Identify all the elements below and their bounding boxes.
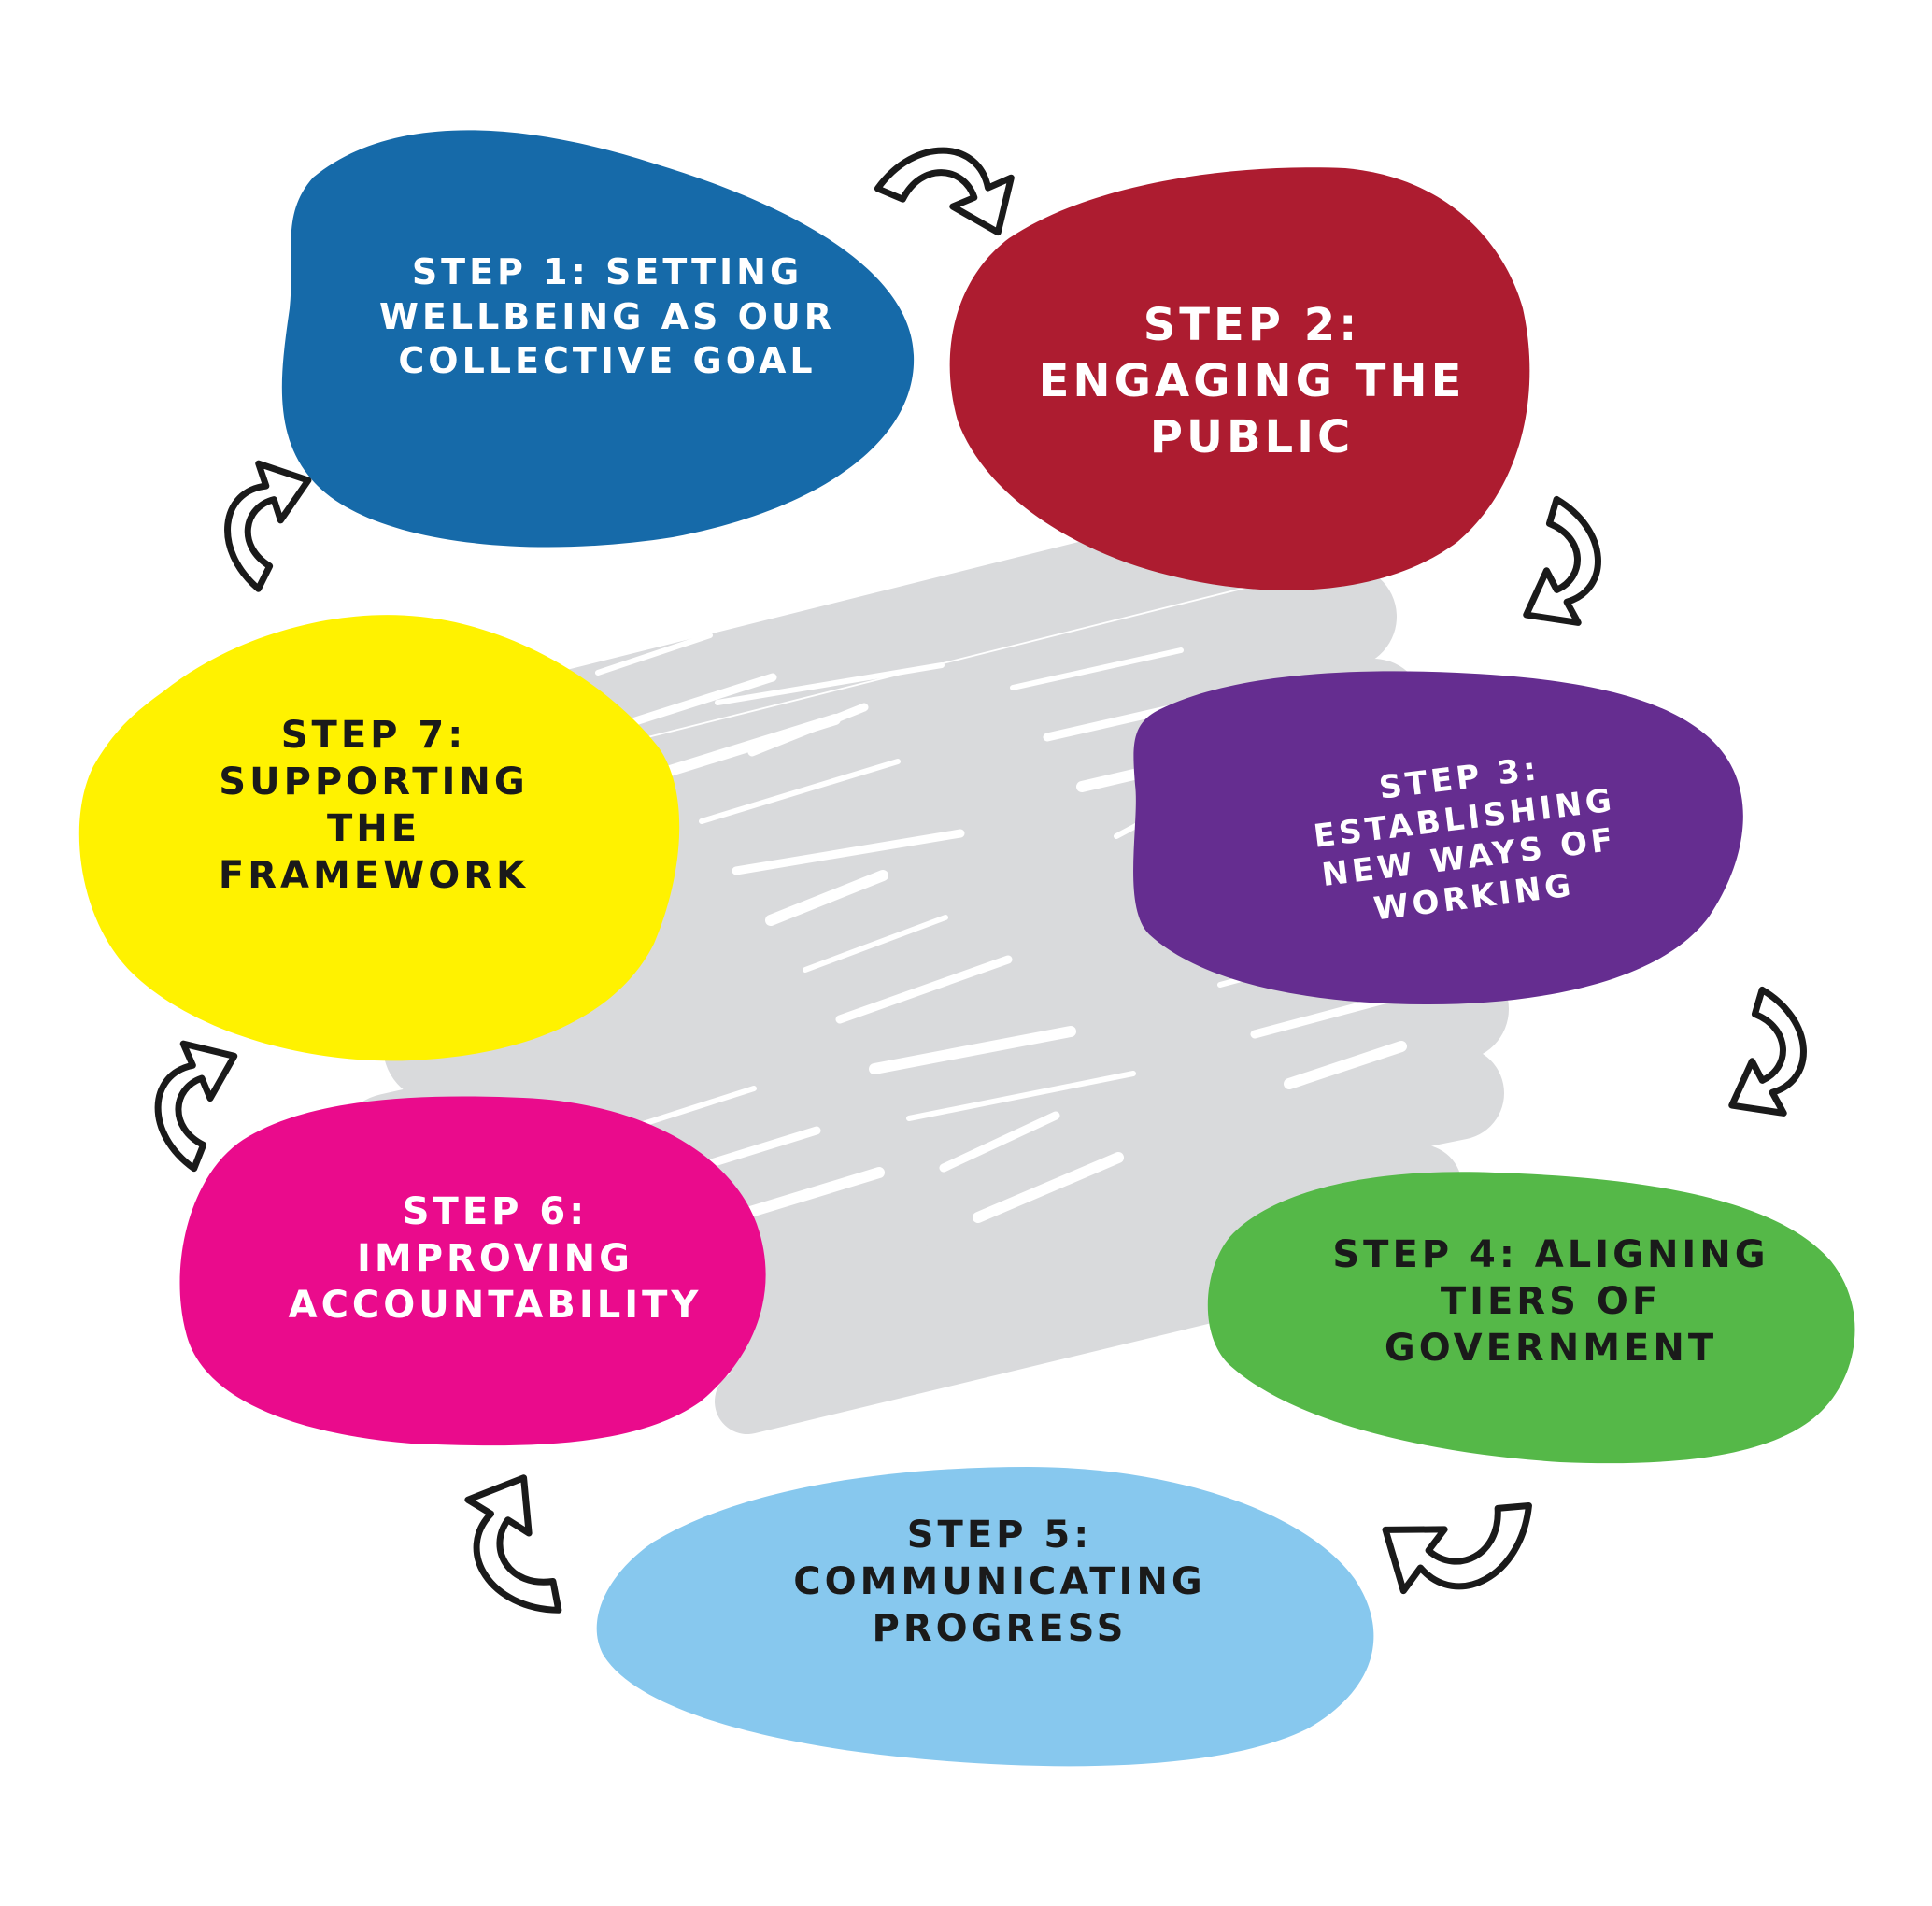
arrow-step-6-to-7 — [154, 1040, 238, 1173]
step-4-blob — [1207, 1172, 1855, 1464]
step-6-line-2: Improving — [357, 1237, 633, 1280]
step-6-line-1: Step 6: — [402, 1190, 589, 1233]
step-2-blob — [949, 167, 1530, 590]
scribble-texture — [803, 915, 948, 973]
step-1-label: Step 1: Setting wellbeing as our collect… — [318, 250, 897, 384]
arrow-step-5-to-6 — [464, 1474, 562, 1614]
step-7-blob — [78, 615, 680, 1061]
step-5-line-1: Step 5: — [906, 1514, 1093, 1557]
step-1-line-1: Step 1: Setting — [411, 251, 803, 292]
step-6-line-3: accountability — [288, 1284, 703, 1327]
scribble-texture — [1284, 1041, 1407, 1089]
arrow-step-2-to-3 — [1523, 495, 1601, 626]
scribble-texture — [732, 829, 965, 875]
scribble-texture — [628, 673, 777, 727]
step-4-line-2: tiers of — [1440, 1280, 1662, 1323]
step-7-line-1: Step 7: — [280, 714, 467, 757]
step-1-line-2: wellbeing as our — [378, 295, 835, 337]
step-7-line-3: the — [326, 807, 421, 850]
scribble-texture — [715, 662, 945, 705]
step-7-line-4: framework — [218, 854, 530, 897]
scribble-texture — [595, 633, 713, 676]
step-4-line-1: Step 4: Aligning — [1332, 1233, 1769, 1276]
step-7-line-2: Supporting — [219, 761, 529, 804]
arrow-step-1-to-2 — [874, 147, 1015, 236]
step-2-line-2: Engaging the — [1038, 355, 1466, 407]
step-4-label: Step 4: Aligning tiers of government — [1289, 1231, 1812, 1372]
step-5-label: Step 5: Communicating progress — [747, 1512, 1252, 1652]
step-2-line-3: public — [1149, 411, 1355, 463]
scribble-texture — [747, 703, 869, 757]
arrow-step-4-to-5 — [1382, 1502, 1532, 1595]
scribble-texture — [869, 1026, 1076, 1074]
step-5-blob — [596, 1467, 1374, 1767]
step-2-label: Step 2: Engaging the public — [1009, 297, 1495, 465]
scribble-texture — [1010, 647, 1184, 690]
step-6-blob — [179, 1096, 766, 1446]
scribble-texture — [906, 1071, 1136, 1121]
step-2-line-1: Step 2: — [1143, 299, 1361, 351]
step-5-line-3: progress — [872, 1607, 1128, 1650]
cycle-arrows — [154, 147, 1807, 1614]
step-4-line-3: government — [1384, 1327, 1718, 1370]
scribble-texture — [765, 870, 888, 926]
scribble-texture — [939, 1111, 1060, 1173]
step-6-label: Step 6: Improving accountability — [234, 1188, 757, 1329]
arrow-step-7-to-1 — [224, 460, 312, 592]
step-7-label: Step 7: Supporting the framework — [159, 712, 589, 899]
scribble-stroke — [715, 1238, 1322, 1434]
scribble-texture — [835, 955, 1013, 1024]
scribble-texture — [973, 1152, 1124, 1223]
step-3-blob — [1133, 671, 1743, 1004]
arrow-step-3-to-4 — [1728, 986, 1807, 1117]
step-1-blob — [281, 130, 915, 548]
step-5-line-2: Communicating — [793, 1560, 1206, 1603]
scribble-texture — [699, 759, 901, 824]
step-1-line-3: collective goal — [398, 340, 817, 381]
step-blobs — [78, 130, 1855, 1767]
